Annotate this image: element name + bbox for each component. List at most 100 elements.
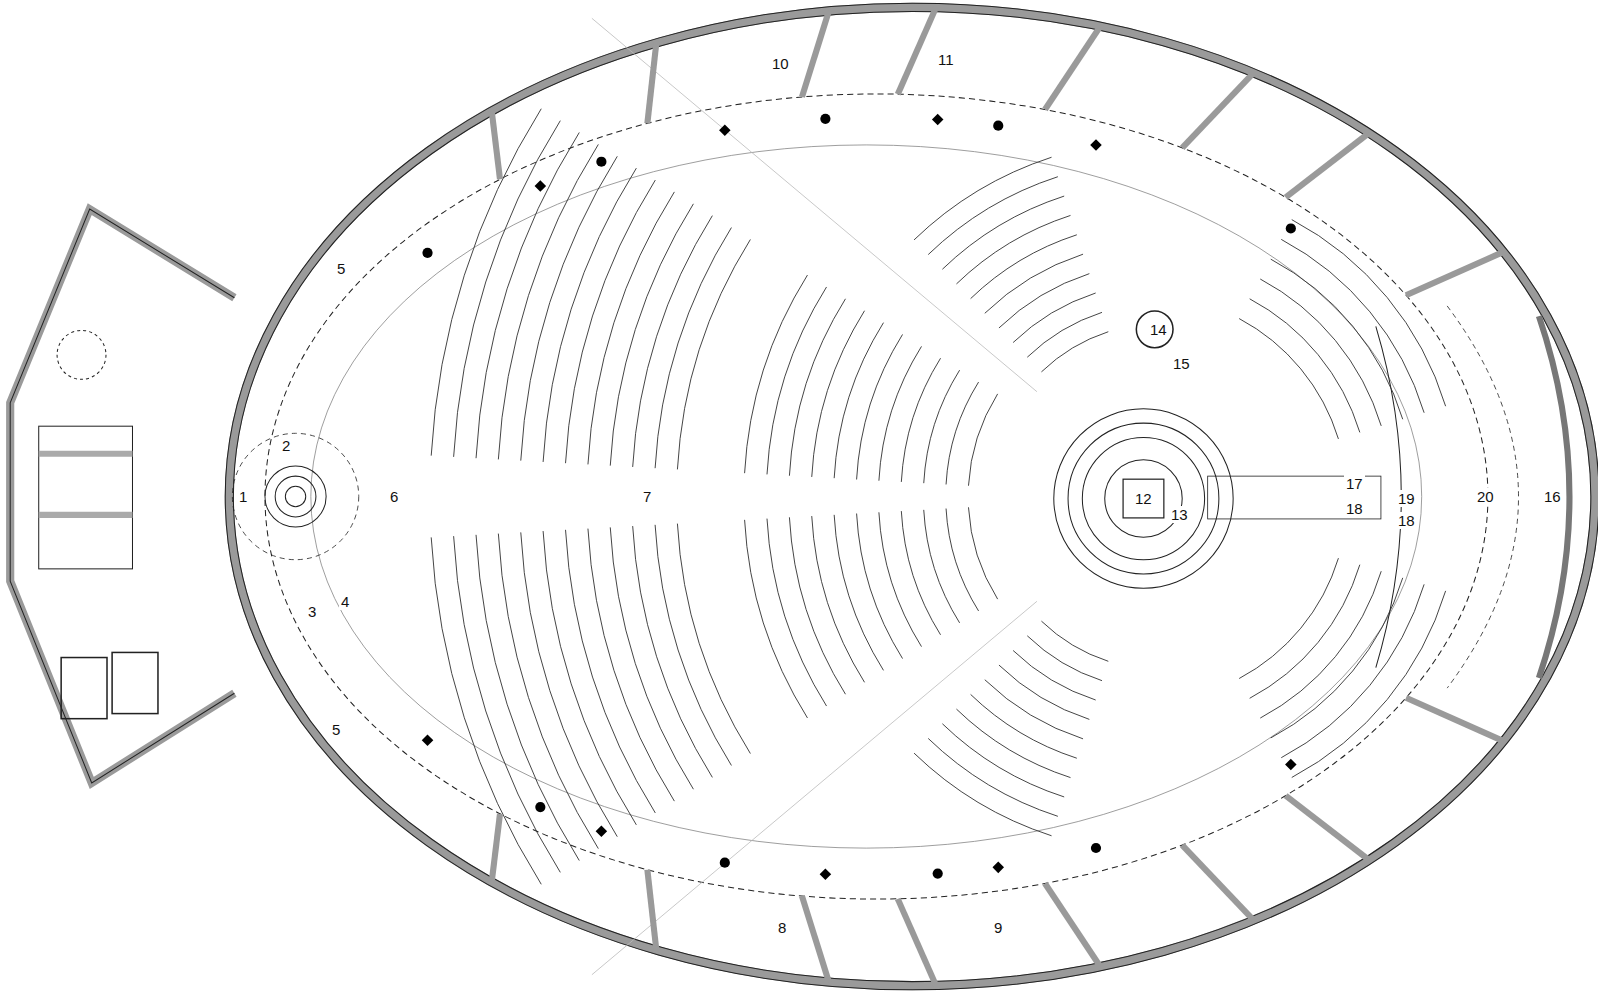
pew — [956, 709, 1070, 777]
column-diamond — [422, 734, 434, 746]
room-wall — [1406, 252, 1503, 295]
choir-stall — [1292, 591, 1446, 778]
pew — [999, 665, 1089, 719]
column-dot — [422, 248, 432, 258]
column-dot — [1286, 223, 1296, 233]
pew — [968, 507, 997, 599]
font-symbol — [57, 330, 106, 379]
pew — [789, 517, 845, 694]
room-wall — [1182, 73, 1253, 148]
callout-number: 19 — [1396, 490, 1417, 507]
pew — [745, 520, 808, 718]
ambulatory-line — [265, 94, 1488, 899]
choir-stall — [1239, 319, 1338, 439]
choir-stall — [1281, 584, 1424, 757]
pew — [942, 196, 1064, 269]
pew — [857, 334, 903, 479]
column-diamond — [1285, 759, 1297, 771]
pew — [767, 519, 827, 706]
altar-step — [1105, 460, 1182, 537]
pew — [956, 215, 1070, 283]
pew — [543, 168, 636, 462]
pew — [498, 144, 598, 459]
lift — [61, 658, 107, 719]
column-dot — [720, 858, 730, 868]
pew — [924, 370, 960, 483]
entrance-wall-line — [10, 209, 234, 783]
pew — [946, 509, 979, 611]
walls — [10, 3, 1598, 990]
callout-number: 5 — [330, 721, 342, 738]
room-wall — [492, 111, 500, 179]
callout-number: 13 — [1169, 506, 1190, 523]
generated-plan — [422, 8, 1504, 986]
pew — [521, 532, 618, 836]
baptistery-line — [232, 433, 358, 559]
stair — [39, 426, 133, 569]
pew — [476, 535, 579, 861]
callout-number: 17 — [1344, 475, 1365, 492]
pew — [677, 524, 750, 754]
altar-step — [1082, 437, 1204, 559]
room-wall — [802, 11, 829, 97]
pew — [655, 525, 731, 766]
pew — [677, 239, 750, 469]
callout-number: 2 — [280, 437, 292, 454]
pew — [812, 516, 865, 682]
outer-wall-line — [233, 11, 1590, 981]
pulpit — [1136, 311, 1173, 348]
pew — [521, 156, 618, 460]
column-diamond — [1090, 139, 1102, 151]
callout-number: 11 — [936, 51, 956, 68]
pew — [971, 694, 1077, 758]
altar — [1123, 479, 1164, 518]
choir-stall — [1271, 578, 1403, 738]
choir-stall — [1250, 565, 1360, 699]
callout-number: 16 — [1542, 488, 1563, 505]
font — [265, 466, 326, 527]
pew — [566, 530, 656, 813]
column-diamond — [535, 180, 547, 192]
pew — [431, 537, 541, 884]
stair-step — [39, 451, 133, 457]
choir-stall — [1281, 239, 1424, 412]
pew — [914, 157, 1051, 240]
pew — [928, 177, 1058, 255]
pew — [1013, 651, 1096, 701]
column-diamond — [932, 114, 944, 126]
callout-number: 3 — [306, 603, 318, 620]
pew — [971, 235, 1077, 299]
nave-line — [311, 145, 1422, 848]
pew — [946, 382, 979, 484]
pew — [610, 204, 693, 466]
pew — [1027, 312, 1102, 357]
callout-number: 15 — [1171, 355, 1192, 372]
altar-step — [1054, 409, 1233, 588]
pew — [633, 216, 713, 467]
callout-number: 1 — [237, 488, 249, 505]
room-wall — [647, 870, 656, 950]
choir-stall — [1271, 259, 1403, 419]
stair-step — [39, 512, 133, 518]
pew — [985, 680, 1083, 739]
room-wall — [1182, 845, 1253, 920]
pew — [1013, 293, 1096, 343]
column-dot — [535, 802, 545, 812]
room-wall — [802, 896, 829, 982]
outer-wall-line — [225, 3, 1598, 990]
pew — [543, 531, 636, 825]
pew — [999, 274, 1089, 328]
room-wall — [898, 899, 936, 986]
aisle-line — [592, 18, 1037, 391]
column-dot — [596, 157, 606, 167]
pew — [454, 536, 561, 872]
font — [275, 476, 316, 517]
altar-step — [1068, 423, 1219, 574]
choir-stall — [1260, 571, 1381, 718]
room-wall — [1406, 698, 1503, 741]
callout-number: 9 — [992, 919, 1004, 936]
callout-number: 12 — [1133, 490, 1154, 507]
font — [285, 486, 305, 506]
pew — [834, 323, 883, 479]
